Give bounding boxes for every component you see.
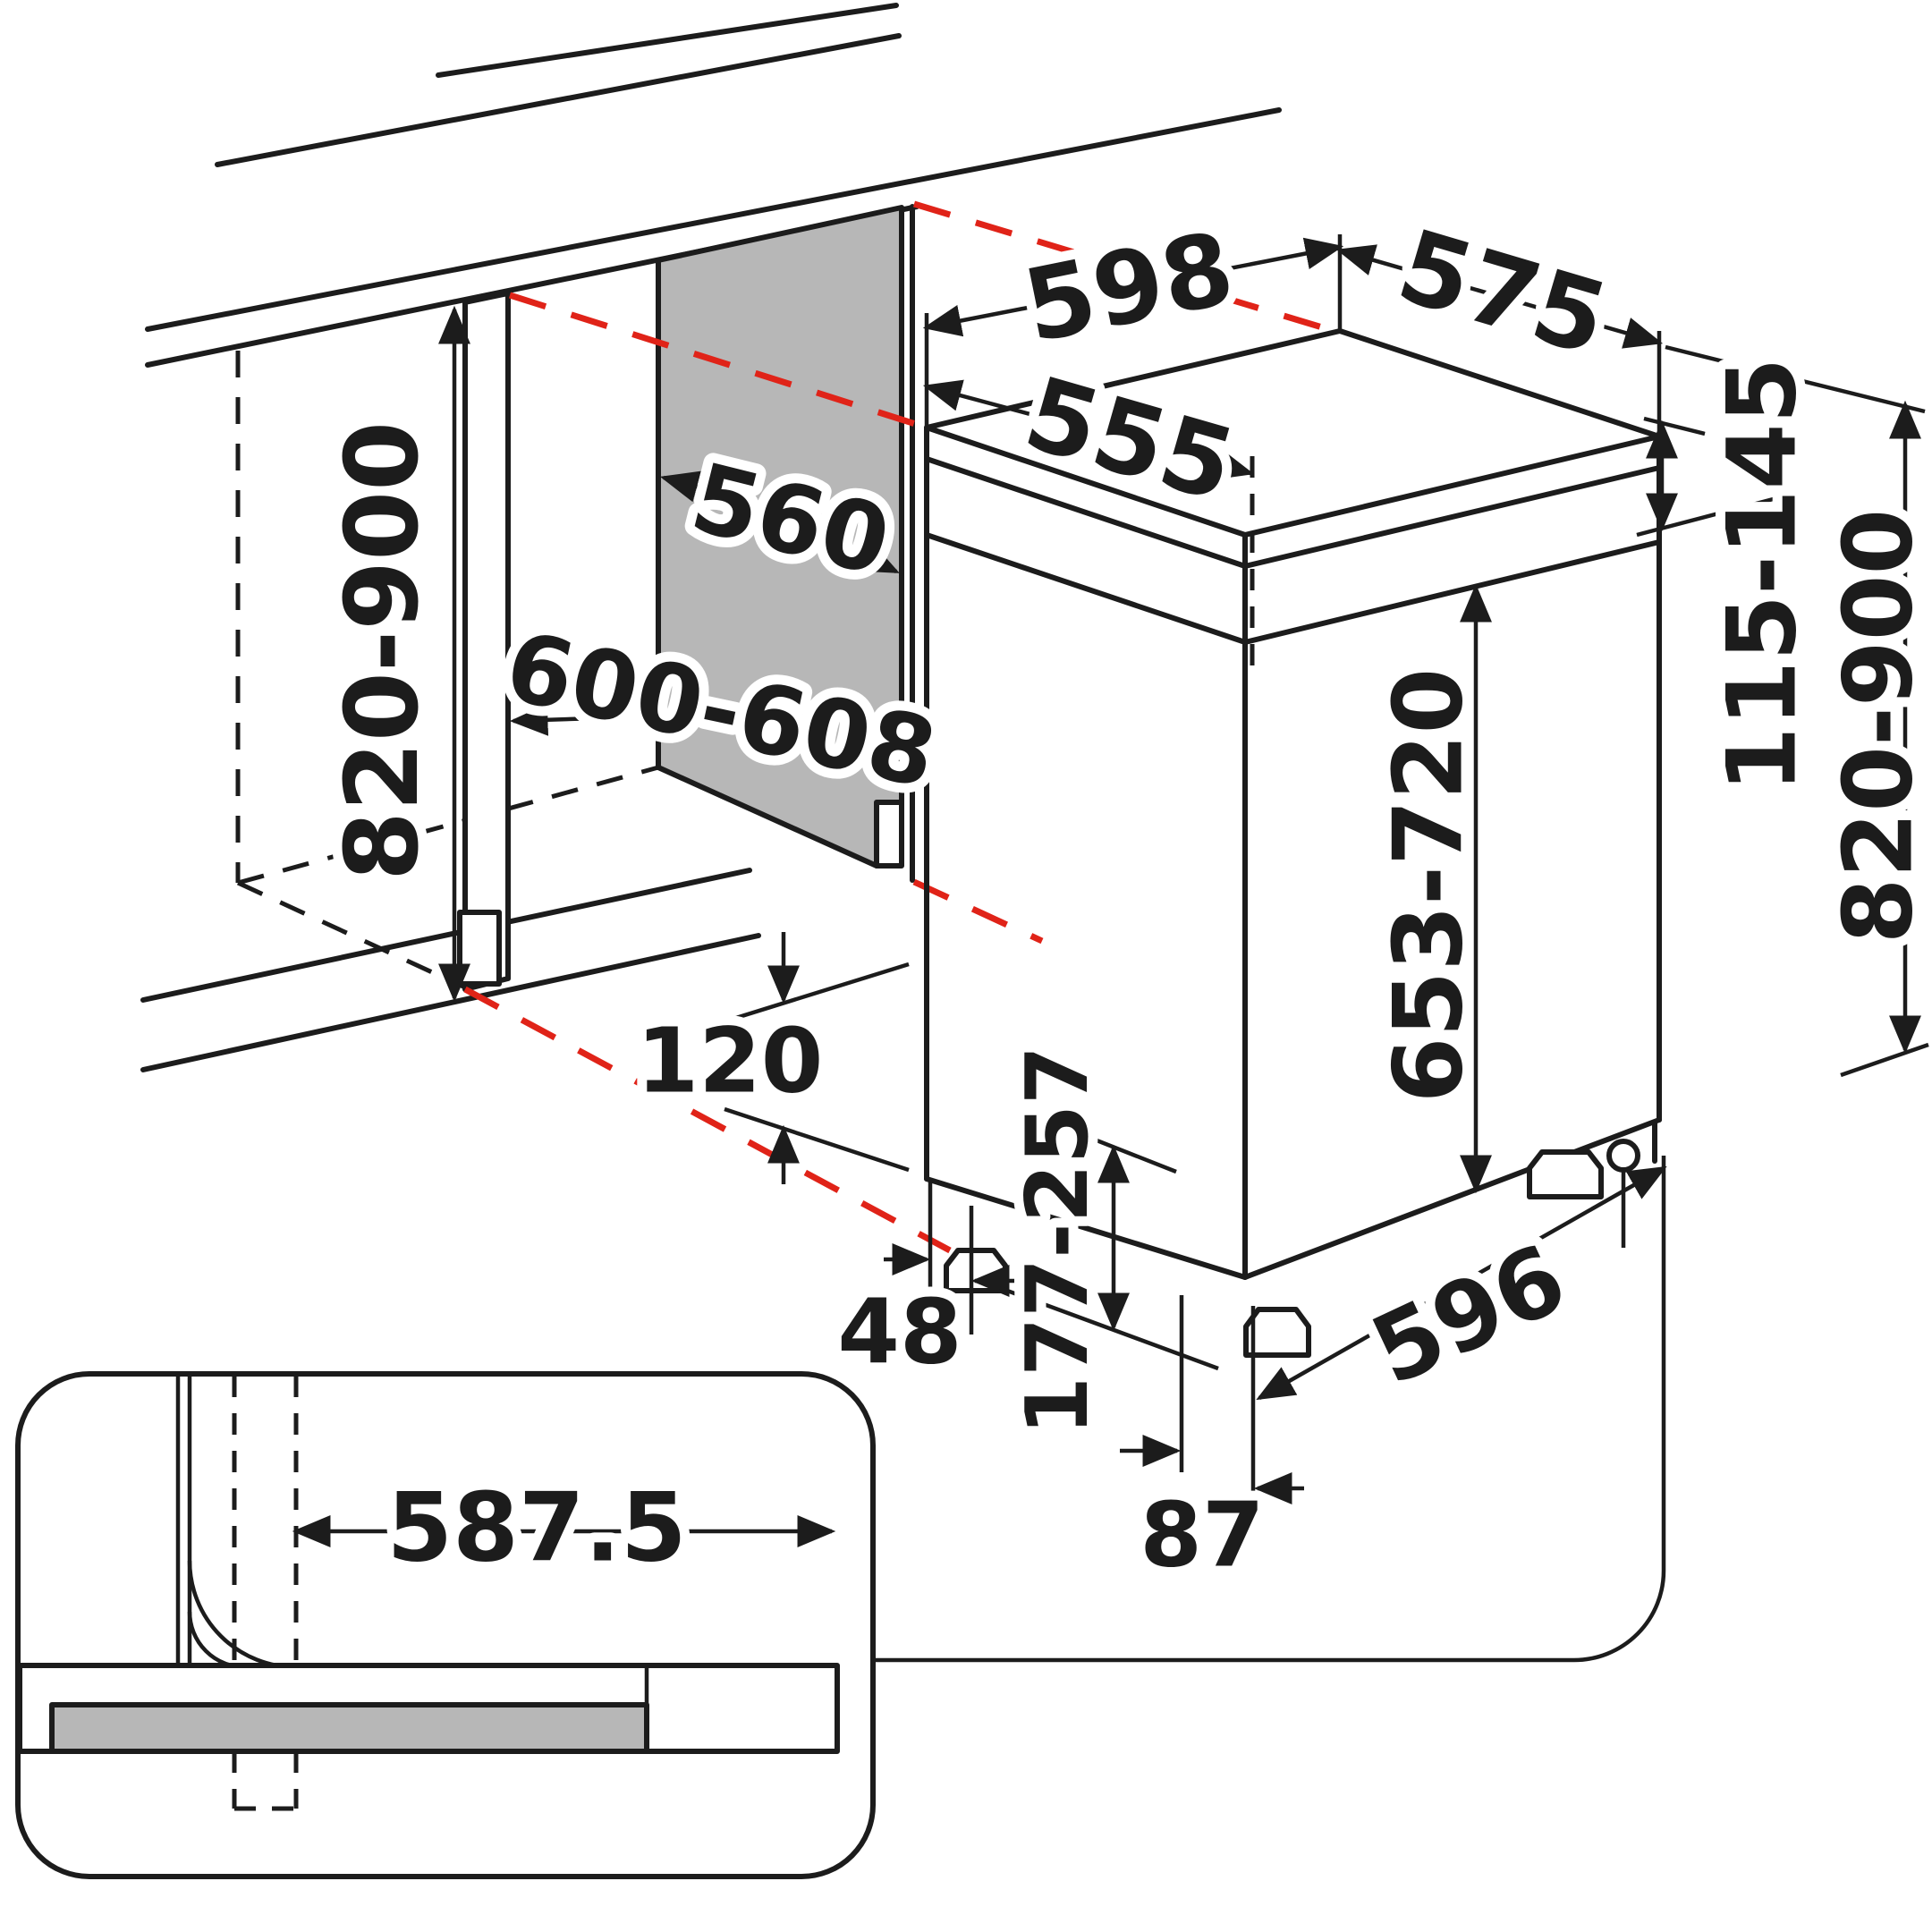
partition-foot-block: [457, 910, 502, 987]
niche-hidden-floor-depth-edge: [236, 880, 467, 990]
dim-label-653-720: 653-720: [1374, 668, 1484, 1104]
dim-label-598: 598: [1014, 210, 1242, 366]
dim-label-177-257: 177-257: [1009, 1046, 1107, 1436]
dim-560-left-leader: [659, 470, 715, 503]
dim-label-115-145: 115-145: [1707, 358, 1818, 793]
niche-left-partition: [462, 291, 511, 992]
wall-top-edge-upper: [436, 3, 899, 78]
cabinet-niche: [235, 204, 915, 992]
alignment-back-bottom: [912, 878, 1044, 945]
dim-label-820-900: 820-900: [325, 421, 441, 881]
side-bottom-edge: [924, 1176, 1248, 1280]
inset-plinth-gray-band: [49, 1702, 649, 1754]
ref-120-upper: [724, 962, 910, 1024]
foot-right: [1527, 1149, 1604, 1199]
dim-label-87: 87: [1140, 1483, 1264, 1588]
drain-connection-circle: [1606, 1139, 1640, 1173]
inset-frame: [15, 1371, 876, 1879]
niche-side-panel-gray: [656, 205, 904, 869]
hose-reference-connector: [873, 1156, 1666, 1663]
ref-120-lower: [724, 1106, 910, 1173]
ref-820R-lower: [1840, 1042, 1929, 1078]
niche-hidden-floor-width-edge: [237, 765, 659, 886]
dim-label-596: 596: [1356, 1224, 1582, 1407]
dim-575: [1335, 244, 1664, 349]
plinth-inset-detail: [15, 1371, 876, 1879]
worktop-front-top-edge: [145, 107, 1282, 332]
floor-front-edge-upper: [140, 868, 752, 1003]
dim-598: [922, 237, 1344, 337]
alignment-bottom: [463, 986, 952, 1254]
control-band-bottom-edge: [924, 532, 1662, 645]
dim-label-48: 48: [837, 1280, 962, 1385]
dimension-lines: [438, 234, 1929, 1751]
dim-555: [922, 379, 1255, 480]
floor-front-edge-lower: [140, 933, 761, 1072]
dim-label-575: 575: [1385, 208, 1619, 378]
panel-notch-edges: [874, 800, 904, 869]
ref-820R-upper: [1665, 344, 1926, 414]
dim-560-right-leader: [845, 542, 900, 574]
dim-596: [1256, 1165, 1667, 1401]
dim-label-820-900: 820-900: [1824, 509, 1932, 945]
ref-115-upper: [1643, 416, 1706, 436]
dim-600-608-leader: [509, 703, 625, 736]
dim-label-587.5: 587.5: [386, 1473, 686, 1583]
foot-door-left: [1243, 1307, 1311, 1358]
wall-top-edge-lower: [215, 33, 902, 167]
dim-label-120: 120: [637, 1009, 824, 1114]
alignment-middle: [508, 292, 928, 431]
